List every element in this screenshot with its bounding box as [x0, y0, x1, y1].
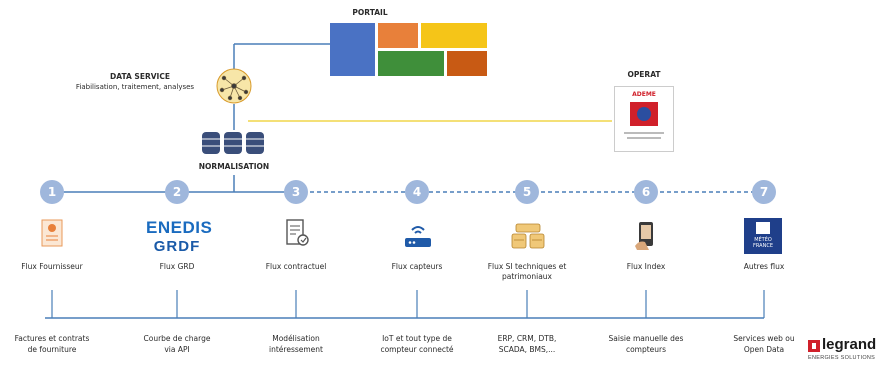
step-label-5a: Flux SI techniques et — [487, 262, 567, 271]
step-detail-1b: de fourniture — [27, 345, 77, 354]
step-label-3: Flux contractuel — [265, 262, 327, 271]
step-label-1: Flux Fournisseur — [21, 262, 83, 271]
step-detail-2b: via API — [164, 345, 190, 354]
step-label-7: Autres flux — [743, 262, 785, 271]
router-icon — [405, 226, 431, 247]
step-circle-5: 5 — [515, 180, 539, 204]
step-circle-6: 6 — [634, 180, 658, 204]
enedis-logo: ENEDIS — [146, 218, 213, 237]
database-stack-icon — [202, 132, 264, 154]
step-detail-4b: compteur connecté — [380, 345, 454, 354]
normalisation-label: NORMALISATION — [198, 162, 270, 171]
step-circle-4: 4 — [405, 180, 429, 204]
grdf-logo: GRDF — [153, 238, 201, 255]
step-label-5b: patrimoniaux — [502, 272, 552, 281]
hand-meter-icon — [635, 222, 653, 250]
step-detail-2a: Courbe de charge — [143, 334, 211, 343]
data-service-subtitle: Fiabilisation, traitement, analyses — [75, 83, 195, 91]
legrand-tagline: ENERGIES SOLUTIONS — [808, 355, 876, 361]
legrand-logo-square — [808, 340, 820, 352]
step-detail-7a: Services web ou — [733, 334, 795, 343]
step-detail-3a: Modélisation — [272, 334, 320, 343]
ademe-logo: ADEME — [614, 86, 674, 152]
step-detail-7b: Open Data — [743, 345, 785, 354]
step-circle-1: 1 — [40, 180, 64, 204]
meteo-france-logo: MÉTÉO FRANCE — [744, 218, 782, 254]
step-detail-5a: ERP, CRM, DTB, — [497, 334, 557, 343]
database-icon — [511, 223, 545, 249]
step-detail-6a: Saisie manuelle des — [608, 334, 684, 343]
data-service-title: DATA SERVICE — [110, 72, 170, 81]
operat-label: OPERAT — [627, 70, 661, 79]
brain-network-icon — [216, 68, 252, 104]
step-circle-3: 3 — [284, 180, 308, 204]
meteo-france-logo-text: MÉTÉO FRANCE — [753, 237, 773, 249]
step-detail-4a: IoT et tout type de — [382, 334, 452, 343]
invoice-icon — [41, 219, 63, 247]
step-label-6: Flux Index — [626, 262, 666, 271]
step-label-2: Flux GRD — [159, 262, 195, 271]
step-detail-5b: SCADA, BMS,... — [498, 345, 556, 354]
step-label-4: Flux capteurs — [391, 262, 443, 271]
step-circle-7: 7 — [752, 180, 776, 204]
legrand-logo: legrand — [822, 336, 877, 353]
contract-icon — [286, 219, 309, 246]
step-circle-2: 2 — [165, 180, 189, 204]
step-detail-1a: Factures et contrats — [14, 334, 90, 343]
ademe-logo-text: ADEME — [632, 91, 656, 98]
portal-label: PORTAIL — [352, 8, 388, 17]
step-detail-3b: intéressement — [269, 345, 323, 354]
step-detail-6b: compteurs — [625, 345, 667, 354]
